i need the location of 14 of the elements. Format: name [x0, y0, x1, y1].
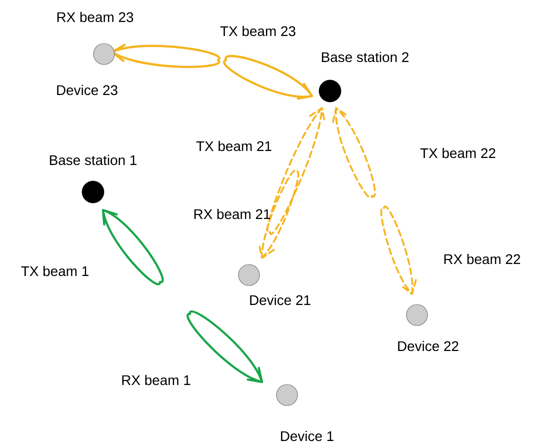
node-label: Device 21	[250, 294, 310, 306]
node-label: Device 22	[398, 340, 458, 352]
node-label: Device 23	[57, 84, 118, 96]
node-label: Device 1	[281, 430, 334, 442]
beam-label: RX beam 1	[122, 374, 190, 386]
beam-label: RX beam 23	[57, 12, 134, 22]
beam-label: RX beam 21	[194, 208, 270, 220]
beam-label: TX beam 23	[220, 26, 296, 36]
beam-label: TX beam 1	[21, 266, 88, 276]
node-label: Base station 1	[50, 154, 137, 166]
node-label: Base station 2	[322, 52, 408, 62]
beam-label: TX beam 22	[420, 148, 496, 158]
beam-label: TX beam 21	[196, 140, 272, 152]
beam-label: RX beam 22	[444, 254, 520, 264]
